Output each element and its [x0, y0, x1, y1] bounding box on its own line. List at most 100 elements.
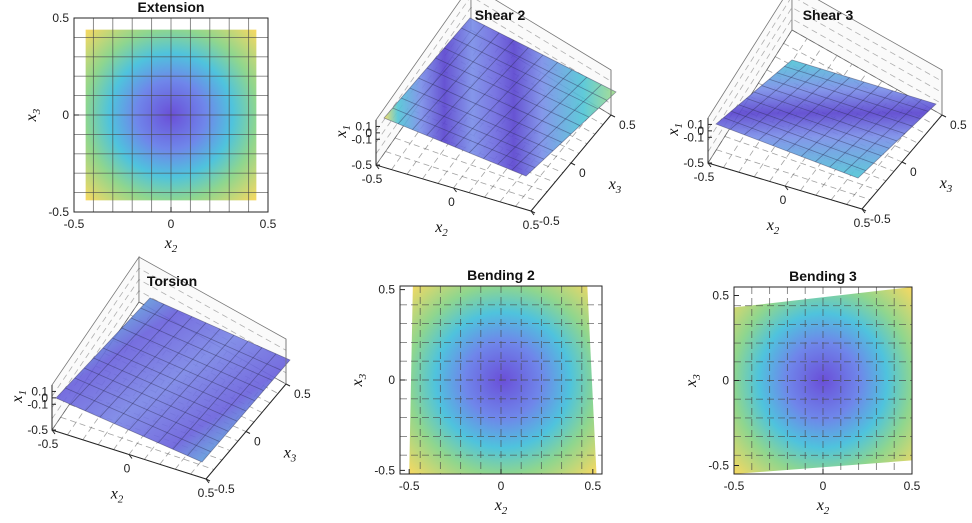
surface-mesh [731, 110, 874, 164]
z-tick-label: -0.5 [351, 158, 372, 172]
surface-mesh [187, 353, 277, 456]
y-tick-label: 0.5 [52, 11, 69, 25]
surface-mesh [121, 327, 264, 391]
z-tick-label: -0.1 [351, 132, 372, 146]
surface-mesh [99, 316, 193, 418]
x-axis-label-text: x2 [816, 497, 830, 517]
wall-grid [707, 0, 943, 130]
x-tick-label: 0.5 [854, 216, 871, 230]
y-tick-label: 0.5 [950, 118, 967, 132]
floor-grid [723, 38, 808, 168]
surface-mesh [483, 69, 573, 159]
x-tick-label: 0 [124, 462, 131, 476]
x-tick-label: -0.5 [38, 437, 59, 451]
surface-mesh [511, 84, 602, 171]
floor-grid [51, 301, 140, 431]
y-axis-label: x3 [683, 374, 703, 388]
z-axis-label-text: x1 [333, 125, 353, 139]
y-tick-label: -0.5 [374, 463, 395, 477]
y-axis-label: x3 [283, 445, 297, 465]
x-axis-label: x2 [494, 497, 508, 517]
z-tick-label: 0 [365, 126, 372, 140]
z-tick-label: 0.1 [687, 117, 704, 131]
x-tick-label: 0.5 [904, 479, 921, 493]
chart-title: Torsion [147, 273, 197, 289]
x-tick-mark [128, 454, 133, 459]
y-tick-label: 0 [254, 435, 261, 449]
z-tick-label: -0.5 [27, 423, 48, 437]
surface-mesh [426, 67, 572, 135]
surface-mesh [761, 85, 905, 134]
x-tick-label: 0 [168, 217, 175, 231]
surface-mesh [65, 387, 211, 453]
y-axis-label: x3 [349, 373, 369, 387]
z-axis-label: x1 [9, 390, 29, 404]
x-tick-label: -0.5 [64, 217, 85, 231]
y-tick-mark [285, 383, 291, 387]
wall-grid [51, 267, 287, 397]
surface-mesh [744, 68, 822, 136]
x-tick-label: 0.5 [584, 479, 601, 493]
surface-mesh [392, 107, 536, 168]
surface-mesh [772, 77, 850, 146]
surface-mesh [776, 72, 921, 120]
x-tick-label: -0.5 [694, 170, 715, 184]
y-tick-mark [245, 431, 251, 434]
x-tick-label: 0 [780, 193, 787, 207]
surface [715, 59, 937, 179]
x-tick-label: -0.5 [724, 479, 745, 493]
surface-mesh [74, 377, 220, 442]
surface-mesh [418, 77, 563, 143]
z-tick-label: 0 [697, 124, 704, 138]
surface-mesh [84, 310, 179, 412]
y-axis-label-text: x3 [349, 373, 369, 387]
z-tick-label: 0.1 [31, 384, 48, 398]
floor-grid [422, 55, 514, 180]
chart-title: Shear 2 [475, 7, 526, 23]
chart-title: Extension [138, 0, 205, 15]
surface-mesh [769, 78, 913, 127]
y-axis-label-text: x3 [683, 374, 703, 388]
y-tick-label: 0 [62, 108, 69, 122]
x-tick-mark [51, 429, 56, 435]
surface-mesh [401, 97, 545, 160]
wall-grid [51, 278, 287, 408]
z-axis-label: x1 [333, 125, 353, 139]
surface-mesh [738, 104, 882, 157]
surface-mesh [412, 32, 500, 130]
surface-mesh [140, 307, 282, 371]
y-tick-label: 0.5 [378, 283, 395, 297]
surface-mesh [843, 99, 922, 173]
surface-mesh [461, 27, 608, 101]
surface-mesh [84, 367, 229, 432]
panel-3: -0.500.5-0.500.5-0.5-0.100.1Torsionx2x3x… [9, 255, 311, 506]
surface-mesh [435, 57, 581, 126]
z-axis-label-text: x1 [9, 390, 29, 404]
x-axis-label: x2 [434, 219, 448, 239]
floor-grid [515, 106, 598, 207]
z-tick-label: 0 [41, 391, 48, 405]
x-axis-label-text: x2 [434, 219, 448, 239]
surface-mesh [815, 90, 894, 163]
surface-mesh [497, 76, 588, 165]
x-tick-mark [453, 187, 457, 193]
x-tick-label: 0.5 [198, 486, 215, 500]
y-tick-label: 0 [722, 374, 729, 388]
y-axis-label-text: x3 [283, 445, 297, 465]
x-axis-label-text: x2 [110, 486, 124, 506]
y-tick-mark [530, 210, 536, 214]
y-axis-label-text: x3 [939, 175, 953, 195]
x-axis-label: x2 [816, 497, 830, 517]
y-tick-label: -0.5 [539, 214, 560, 228]
surface-mesh [452, 37, 599, 110]
floor-grid [707, 29, 793, 164]
surface-mesh [729, 64, 807, 130]
surface-mesh [723, 117, 866, 171]
chart-title: Shear 3 [803, 7, 854, 23]
floor-grid [724, 136, 879, 191]
x-tick-label: 0 [820, 479, 827, 493]
